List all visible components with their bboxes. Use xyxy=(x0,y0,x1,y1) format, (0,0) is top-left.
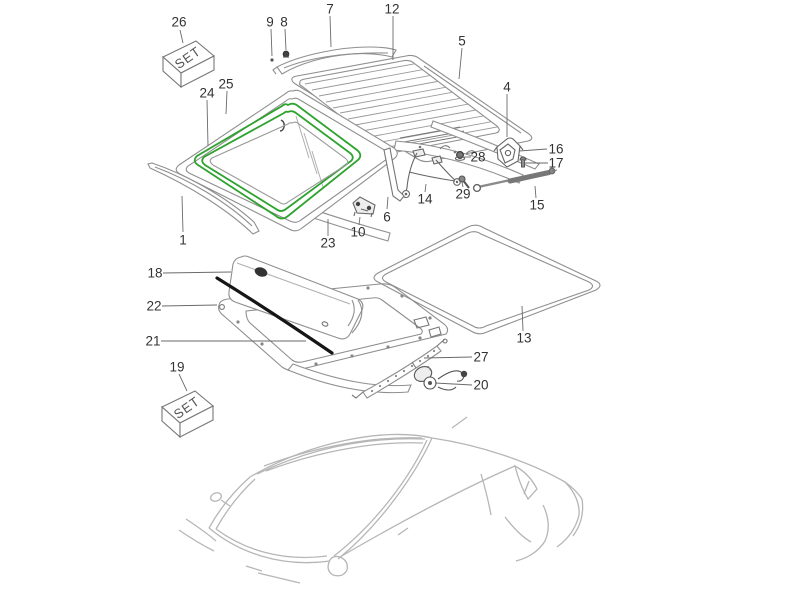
part-label-23: 23 xyxy=(320,235,336,251)
part-label-22: 22 xyxy=(146,298,162,314)
front-rail-band xyxy=(393,140,524,184)
drive-cable-part27 xyxy=(351,338,448,399)
part-label-13: 13 xyxy=(516,330,532,346)
frame-assembly xyxy=(215,224,601,399)
part-label-21: 21 xyxy=(145,333,161,349)
part-label-28: 28 xyxy=(470,149,486,165)
part-label-10: 10 xyxy=(350,224,366,240)
part-label-5: 5 xyxy=(458,33,466,49)
set-box-26: SET xyxy=(162,40,215,89)
part-label-19: 19 xyxy=(169,359,185,375)
part-label-27: 27 xyxy=(473,349,489,365)
right-mirror xyxy=(327,555,348,577)
nut-part28 xyxy=(454,151,466,161)
part-label-18: 18 xyxy=(147,265,163,281)
part-label-12: 12 xyxy=(384,1,400,17)
glass-panel-part25 xyxy=(175,89,398,232)
deflector-strip-part7 xyxy=(272,46,397,75)
part-label-24: 24 xyxy=(199,85,215,101)
leader-lines xyxy=(161,15,548,392)
gas-strut-part15 xyxy=(472,167,558,193)
screw-part8 xyxy=(282,50,290,58)
glass-seal-part23 xyxy=(193,102,362,220)
part-label-25: 25 xyxy=(218,76,234,92)
clamp-part10 xyxy=(352,196,376,218)
sunshade-part18 xyxy=(228,255,364,340)
part-label-1: 1 xyxy=(179,232,187,248)
guide-rod-part21 xyxy=(215,276,334,355)
glass-panel-assembly xyxy=(147,89,405,242)
bracket-part16 xyxy=(493,137,524,168)
set-box-19: SET xyxy=(161,390,214,439)
screw-part29 xyxy=(458,175,470,189)
part-label-20: 20 xyxy=(473,377,489,393)
screw-part17 xyxy=(519,156,527,168)
seal-frame-part24 xyxy=(209,121,349,205)
part-label-26: 26 xyxy=(171,14,187,30)
bracket-part6 xyxy=(383,147,405,202)
part-label-16: 16 xyxy=(548,141,564,157)
roof-panel-assembly xyxy=(270,46,558,199)
part-label-8: 8 xyxy=(280,14,288,30)
sunshade-handle xyxy=(254,267,268,277)
part-label-14: 14 xyxy=(417,191,433,207)
part-label-15: 15 xyxy=(529,197,545,213)
roof-seal-part13 xyxy=(373,224,601,335)
part-label-29: 29 xyxy=(455,186,471,202)
linkage-part14 xyxy=(401,148,461,199)
car-outline xyxy=(178,416,584,584)
part-label-7: 7 xyxy=(326,1,334,17)
drive-motor-part20 xyxy=(411,361,468,391)
part-label-17: 17 xyxy=(548,155,564,171)
part-label-9: 9 xyxy=(266,14,274,30)
screw-part9 xyxy=(270,58,274,62)
part-label-4: 4 xyxy=(503,79,511,95)
part-label-6: 6 xyxy=(383,209,391,225)
left-mirror xyxy=(210,492,222,502)
